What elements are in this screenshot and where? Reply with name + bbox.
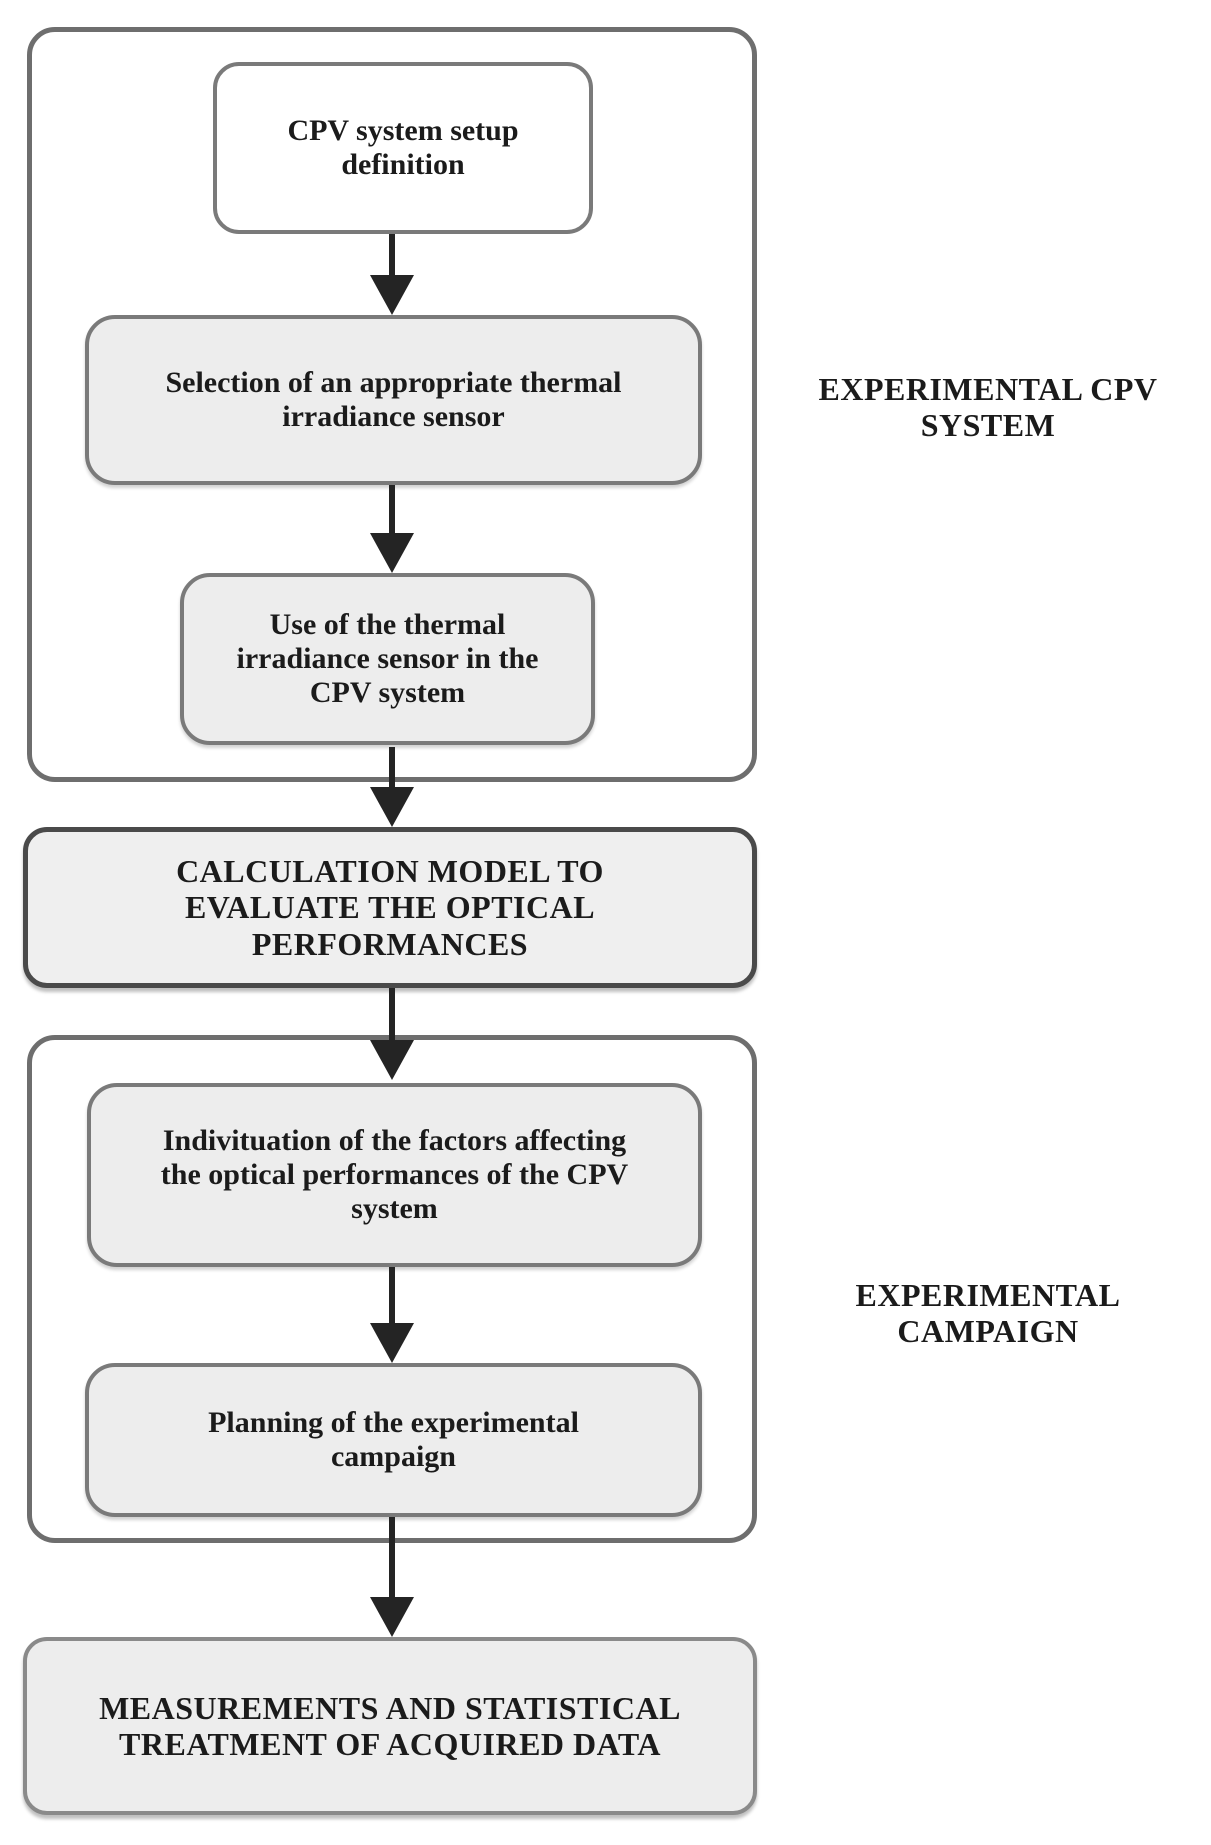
node-campaign-planning: Planning of the experimental campaign	[85, 1363, 702, 1517]
node-sensor-selection-label: Selection of an appropriate thermal irra…	[165, 366, 622, 433]
flow-arrow-5	[370, 1267, 414, 1363]
node-calculation-model-label: CALCULATION MODEL TO EVALUATE THE OPTICA…	[176, 853, 604, 962]
node-sensor-use-label: Use of the thermal irradiance sensor in …	[236, 608, 539, 709]
arrow-line	[389, 747, 395, 791]
flow-arrow-6	[370, 1517, 414, 1637]
arrow-line	[389, 1517, 395, 1601]
arrow-down-icon	[370, 1597, 414, 1637]
node-measurements-statistical-treatment-label: MEASUREMENTS AND STATISTICAL TREATMENT O…	[99, 1689, 681, 1762]
label-experimental-campaign: EXPERIMENTAL CAMPAIGN	[855, 1277, 1121, 1349]
node-cpv-system-setup: CPV system setup definition	[213, 62, 593, 234]
arrow-down-icon	[370, 787, 414, 827]
arrow-down-icon	[370, 1040, 414, 1080]
node-measurements-statistical-treatment: MEASUREMENTS AND STATISTICAL TREATMENT O…	[23, 1637, 757, 1815]
arrow-line	[389, 485, 395, 537]
arrow-line	[389, 1267, 395, 1327]
arrow-down-icon	[370, 275, 414, 315]
node-calculation-model: CALCULATION MODEL TO EVALUATE THE OPTICA…	[23, 827, 757, 988]
node-factors-individuation-label: Indivituation of the factors affecting t…	[160, 1124, 629, 1225]
node-cpv-system-setup-label: CPV system setup definition	[287, 114, 519, 181]
node-factors-individuation: Indivituation of the factors affecting t…	[87, 1083, 702, 1267]
arrow-line	[389, 234, 395, 279]
flow-arrow-1	[370, 234, 414, 315]
arrow-line	[389, 988, 395, 1044]
label-experimental-cpv-system: EXPERIMENTAL CPV SYSTEM	[818, 371, 1158, 443]
node-campaign-planning-label: Planning of the experimental campaign	[208, 1406, 579, 1473]
node-sensor-selection: Selection of an appropriate thermal irra…	[85, 315, 702, 485]
arrow-down-icon	[370, 533, 414, 573]
flow-arrow-3	[370, 747, 414, 827]
arrow-down-icon	[370, 1323, 414, 1363]
flow-arrow-2	[370, 485, 414, 573]
flow-arrow-4	[370, 988, 414, 1080]
node-sensor-use: Use of the thermal irradiance sensor in …	[180, 573, 595, 745]
